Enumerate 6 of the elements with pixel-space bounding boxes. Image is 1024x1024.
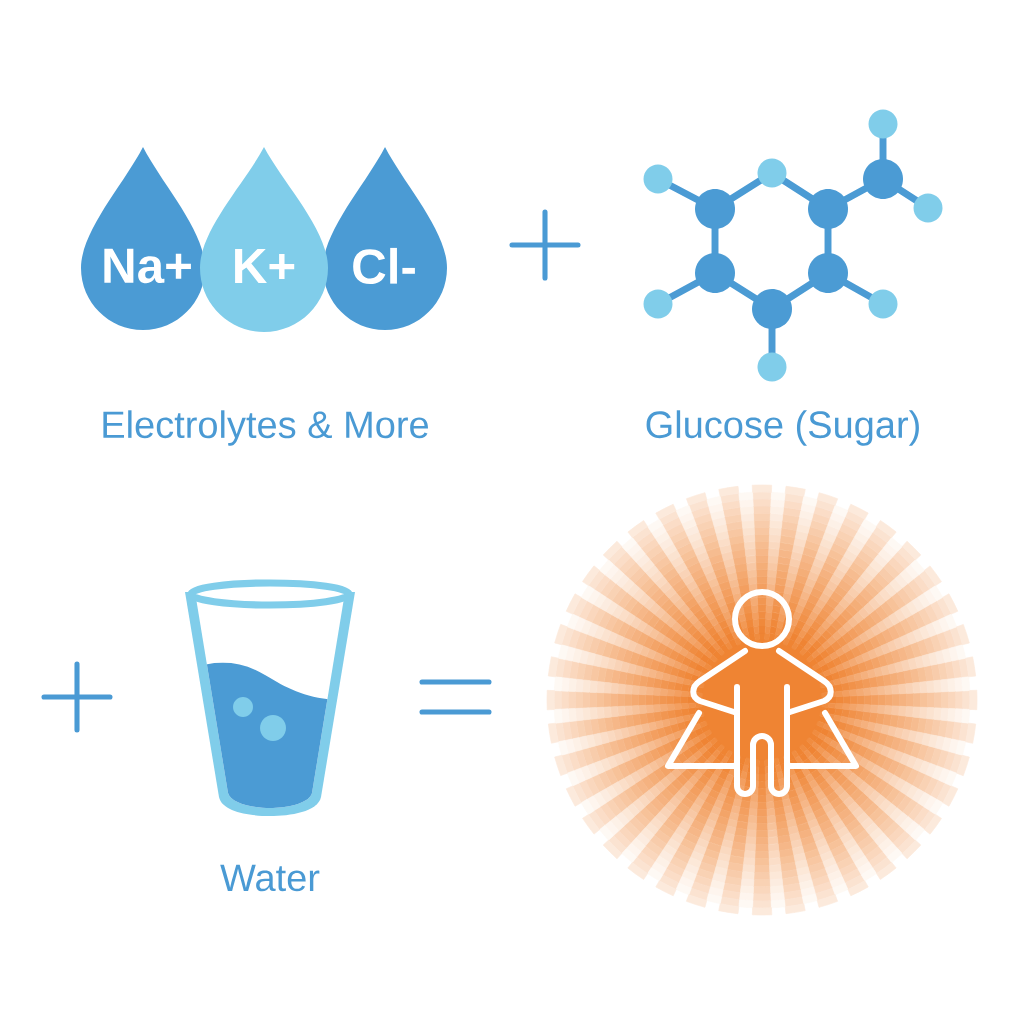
caption: Glucose (Sugar) xyxy=(646,410,919,446)
caption: Electrolytes & More xyxy=(103,410,428,446)
droplet: Cl- xyxy=(323,147,447,330)
droplet: Na+ xyxy=(81,147,205,330)
caption: Water xyxy=(220,864,320,892)
droplet: K+ xyxy=(200,147,328,332)
